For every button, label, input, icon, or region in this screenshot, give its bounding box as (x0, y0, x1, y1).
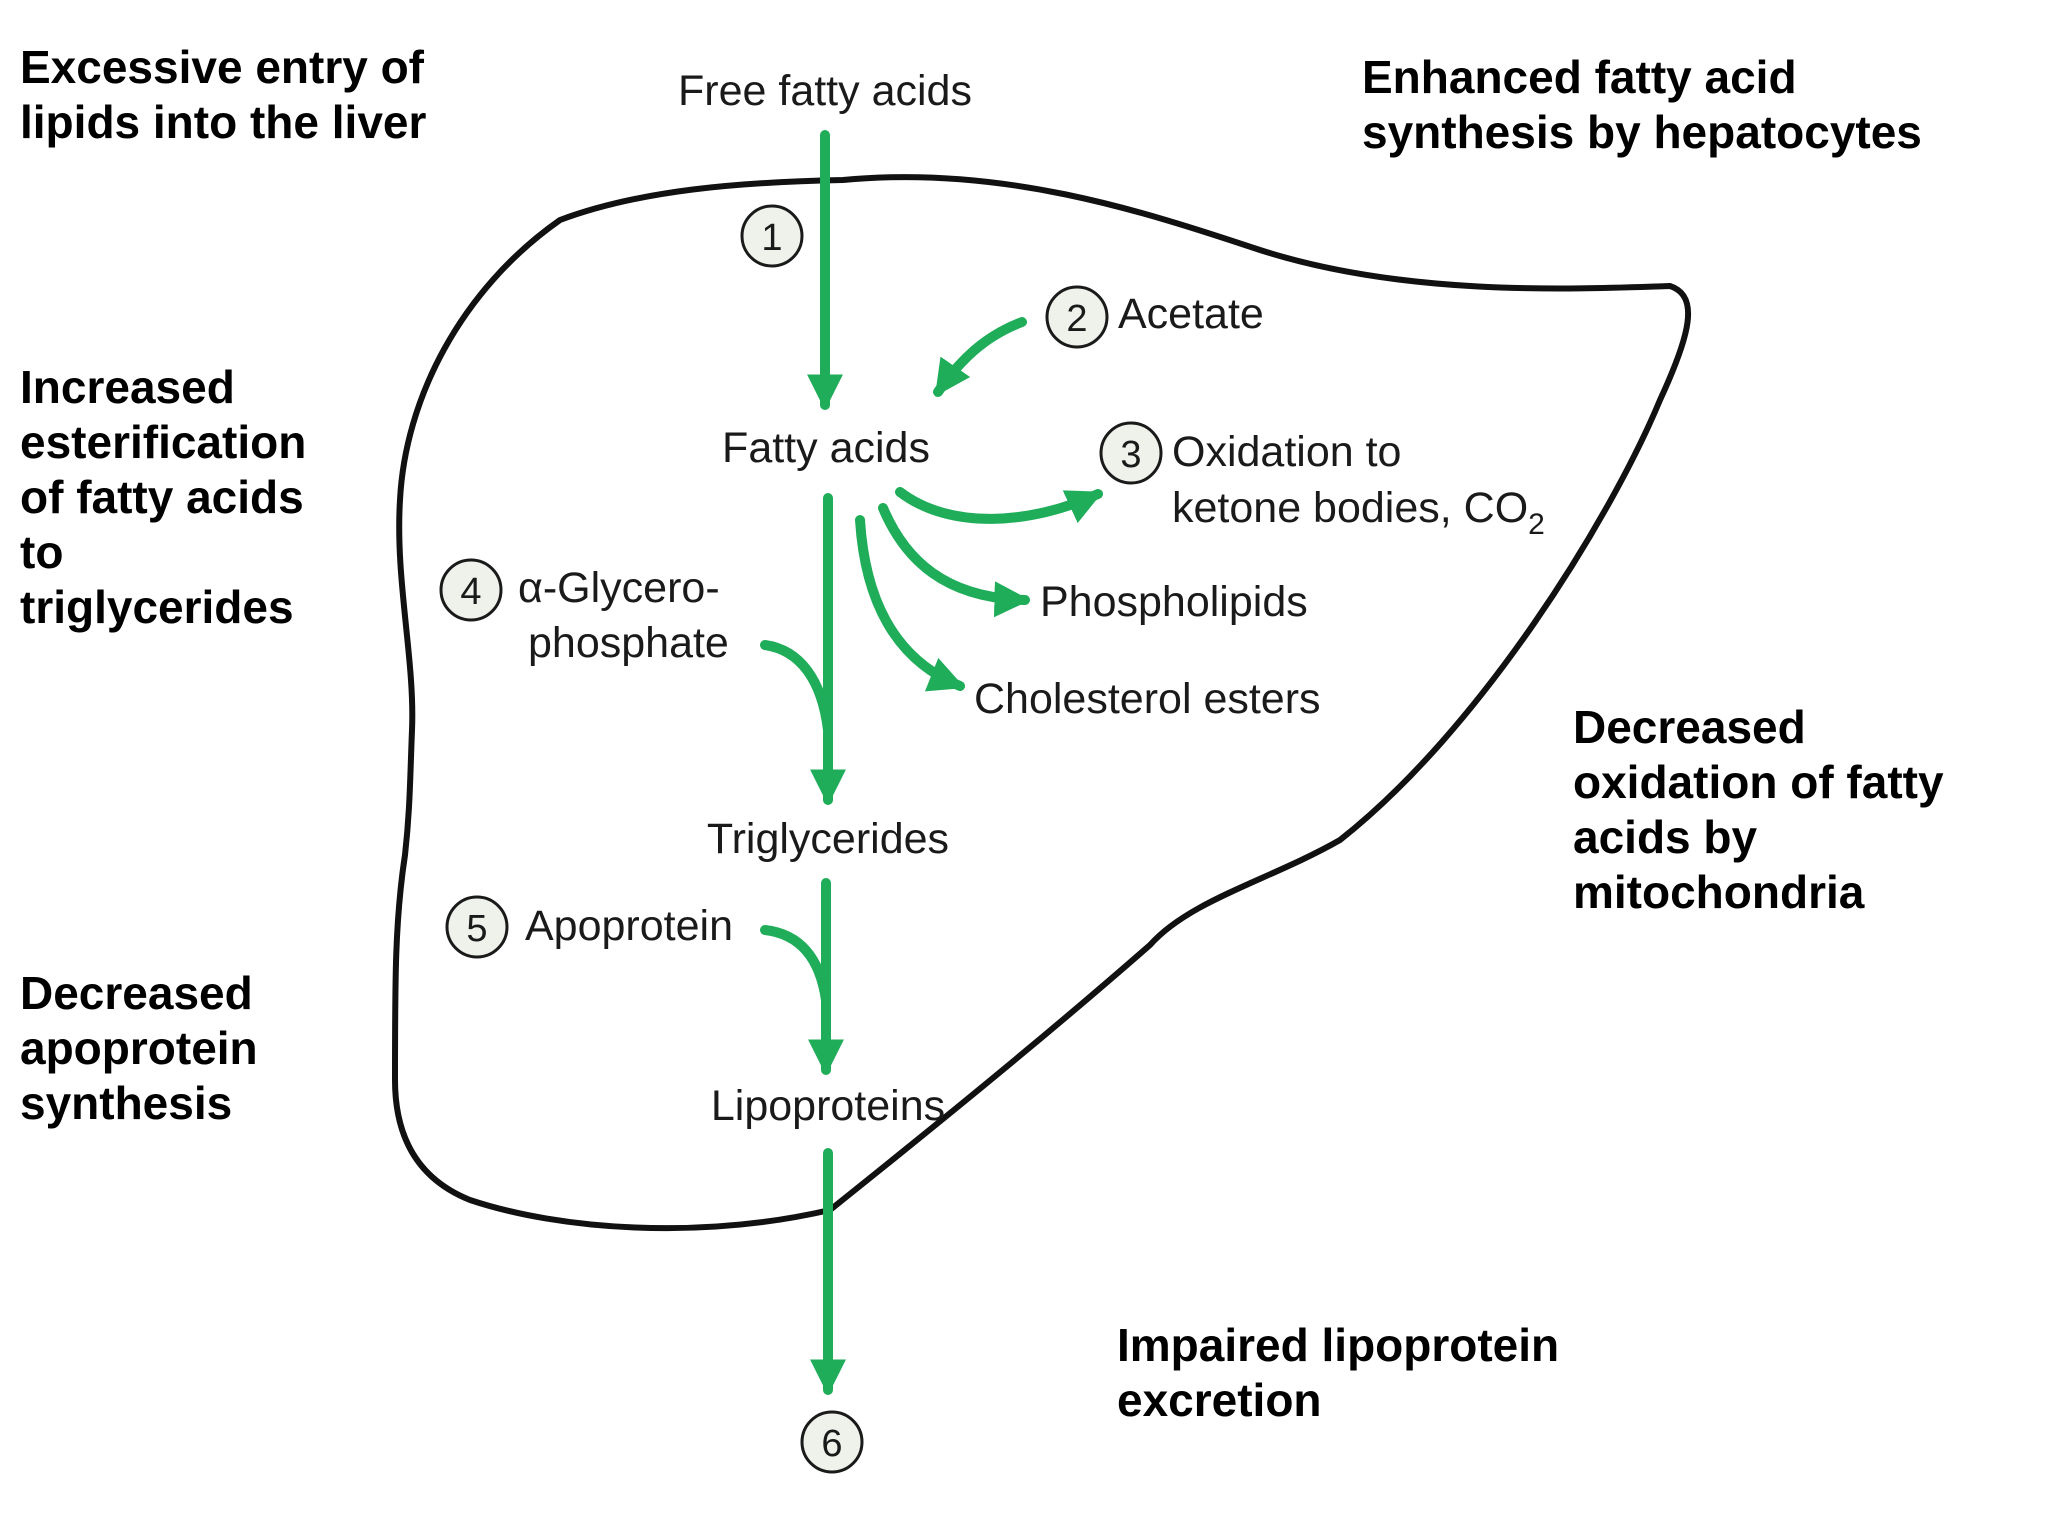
node-apoprotein: Apoprotein (525, 902, 733, 950)
oxidation-subscript: 2 (1528, 508, 1545, 541)
node-glycerophosphate-line2: phosphate (528, 619, 729, 667)
cause-decreased-apoprotein: Decreased apoprotein synthesis (20, 967, 258, 1129)
arrow-to-cholesterol-esters (855, 515, 966, 692)
node-acetate: Acetate (1118, 290, 1264, 338)
node-phospholipids: Phospholipids (1040, 578, 1308, 626)
cause-excessive-entry: Excessive entry of lipids into the liver (20, 41, 427, 148)
step-number-4: 4 (460, 571, 481, 613)
node-glycerophosphate-line1: α-Glycero- (518, 564, 720, 612)
step-badge-6: 6 (800, 1410, 864, 1474)
cause-impaired-excretion: Impaired lipoprotein excretion (1117, 1319, 1560, 1426)
arrow-acetate-to-fatty-acids (933, 317, 1027, 397)
node-cholesterol-esters: Cholesterol esters (974, 675, 1321, 723)
node-lipoproteins: Lipoproteins (711, 1082, 945, 1130)
node-oxidation-line1: Oxidation to (1172, 428, 1401, 476)
arrow-to-oxidation (895, 487, 1103, 524)
arrow-apoprotein-merge (760, 925, 831, 1005)
step-number-1: 1 (761, 217, 782, 259)
step-number-2: 2 (1066, 298, 1087, 340)
cause-enhanced-synthesis: Enhanced fatty acid synthesis by hepatoc… (1362, 51, 1922, 158)
step-badge-4: 4 (439, 558, 503, 622)
step-number-6: 6 (821, 1423, 842, 1465)
node-oxidation-line2: ketone bodies, CO2 (1172, 484, 1545, 541)
cause-decreased-oxidation: Decreased oxidation of fatty acids by mi… (1573, 701, 1944, 918)
pathway-arrows (760, 130, 1103, 1396)
step-badge-2: 2 (1045, 285, 1109, 349)
step-number-5: 5 (466, 908, 487, 950)
oxidation-line2-text: ketone bodies, CO (1172, 484, 1528, 532)
node-triglycerides: Triglycerides (707, 815, 949, 863)
step-number-3: 3 (1120, 434, 1141, 476)
node-fatty-acids: Fatty acids (722, 424, 930, 472)
step-badge-5: 5 (445, 895, 509, 959)
cause-increased-esterification: Increased esterification of fatty acids … (20, 361, 307, 633)
arrow-glycerophosphate-merge (760, 640, 833, 735)
step-badge-3: 3 (1099, 421, 1163, 485)
node-free-fatty-acids: Free fatty acids (678, 67, 972, 115)
arrow-to-phospholipids (878, 503, 1031, 618)
step-badge-1: 1 (740, 204, 804, 268)
